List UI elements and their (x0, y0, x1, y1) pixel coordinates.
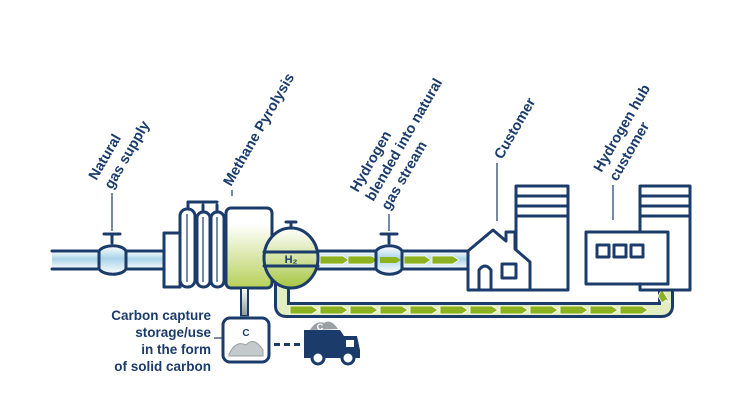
carbon-transport-line (274, 343, 300, 346)
hydrogen-tank-icon: H₂ (262, 220, 320, 290)
valve-icon (374, 232, 404, 276)
valve-icon (97, 232, 128, 276)
svg-text:Methane Pyrolysis: Methane Pyrolysis (221, 71, 299, 189)
svg-text:Customer: Customer (492, 95, 540, 162)
svg-text:Carbon capture: Carbon capture (111, 308, 211, 323)
hydrogen-blend-label: Hydrogen blended into natural gas stream (347, 76, 446, 213)
h2-label: H₂ (285, 254, 298, 266)
customer-label: Customer (492, 95, 540, 162)
svg-text:of solid carbon: of solid carbon (114, 359, 211, 374)
truck-load-label: C (317, 322, 324, 332)
truck-icon: C (304, 321, 360, 366)
hydrogen-pipe (274, 280, 674, 318)
factory-icon (584, 230, 670, 286)
svg-text:storage/use: storage/use (135, 325, 211, 340)
carbon-tank-icon: C (221, 287, 271, 364)
carbon-label: C (242, 328, 249, 339)
carbon-capture-label: Carbon capture storage/use in the form o… (111, 308, 211, 374)
methane-pyrolysis-label: Methane Pyrolysis (221, 71, 299, 189)
natural-gas-label: Natural gas supply (86, 118, 153, 192)
svg-text:in the form: in the form (141, 342, 211, 357)
hub-label: Hydrogen hub customer (591, 82, 654, 184)
pyrolysis-columns (162, 200, 226, 289)
house-icon (466, 228, 532, 292)
